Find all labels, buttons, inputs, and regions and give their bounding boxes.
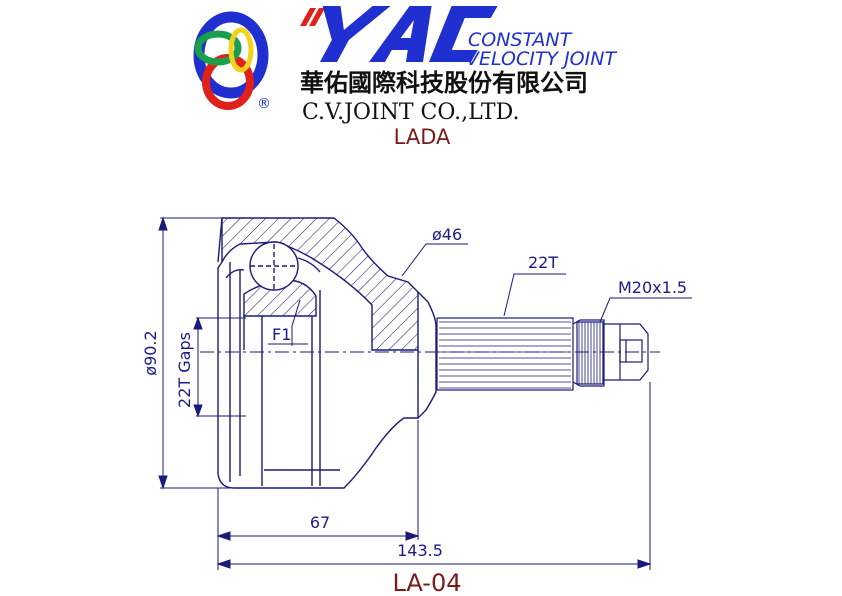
spline-gaps-label: 22T Gaps — [175, 332, 194, 408]
flat-label: F1 — [272, 325, 291, 344]
shoulder-length-label: 67 — [310, 513, 330, 532]
company-chinese-name: 華佑國際科技股份有限公司 — [300, 69, 588, 97]
dimension-lines — [158, 216, 692, 570]
thread-label: M20x1.5 — [618, 278, 687, 297]
part-number: LA-04 — [392, 569, 461, 596]
overall-length-label: 143.5 — [397, 541, 443, 560]
spline-teeth — [439, 321, 571, 389]
thread-end — [576, 321, 649, 385]
joint-outline — [217, 217, 437, 489]
rings-emblem — [193, 11, 269, 110]
vehicle-name: LADA — [394, 125, 451, 149]
bell-body — [217, 261, 419, 489]
outer-diameter-label: ø90.2 — [141, 330, 160, 375]
brand-wordmark — [300, 6, 498, 62]
tagline-line1: CONSTANT — [468, 29, 573, 51]
neck-diameter-label: ø46 — [432, 225, 462, 244]
spline-shaft — [436, 317, 605, 391]
neck — [417, 291, 437, 419]
company-english-name: C.V.JOINT CO.,LTD. — [302, 100, 519, 125]
spline-label: 22T — [528, 253, 558, 272]
tagline-line2: VELOCITY JOINT — [466, 48, 617, 70]
thread-lines — [578, 322, 604, 384]
bell-section-hatch — [221, 217, 419, 351]
company-logo: ® CONSTANT VELOCITY JOINT 華佑國際科技股份有限公司 C… — [193, 6, 617, 125]
registered-mark: ® — [257, 96, 271, 112]
